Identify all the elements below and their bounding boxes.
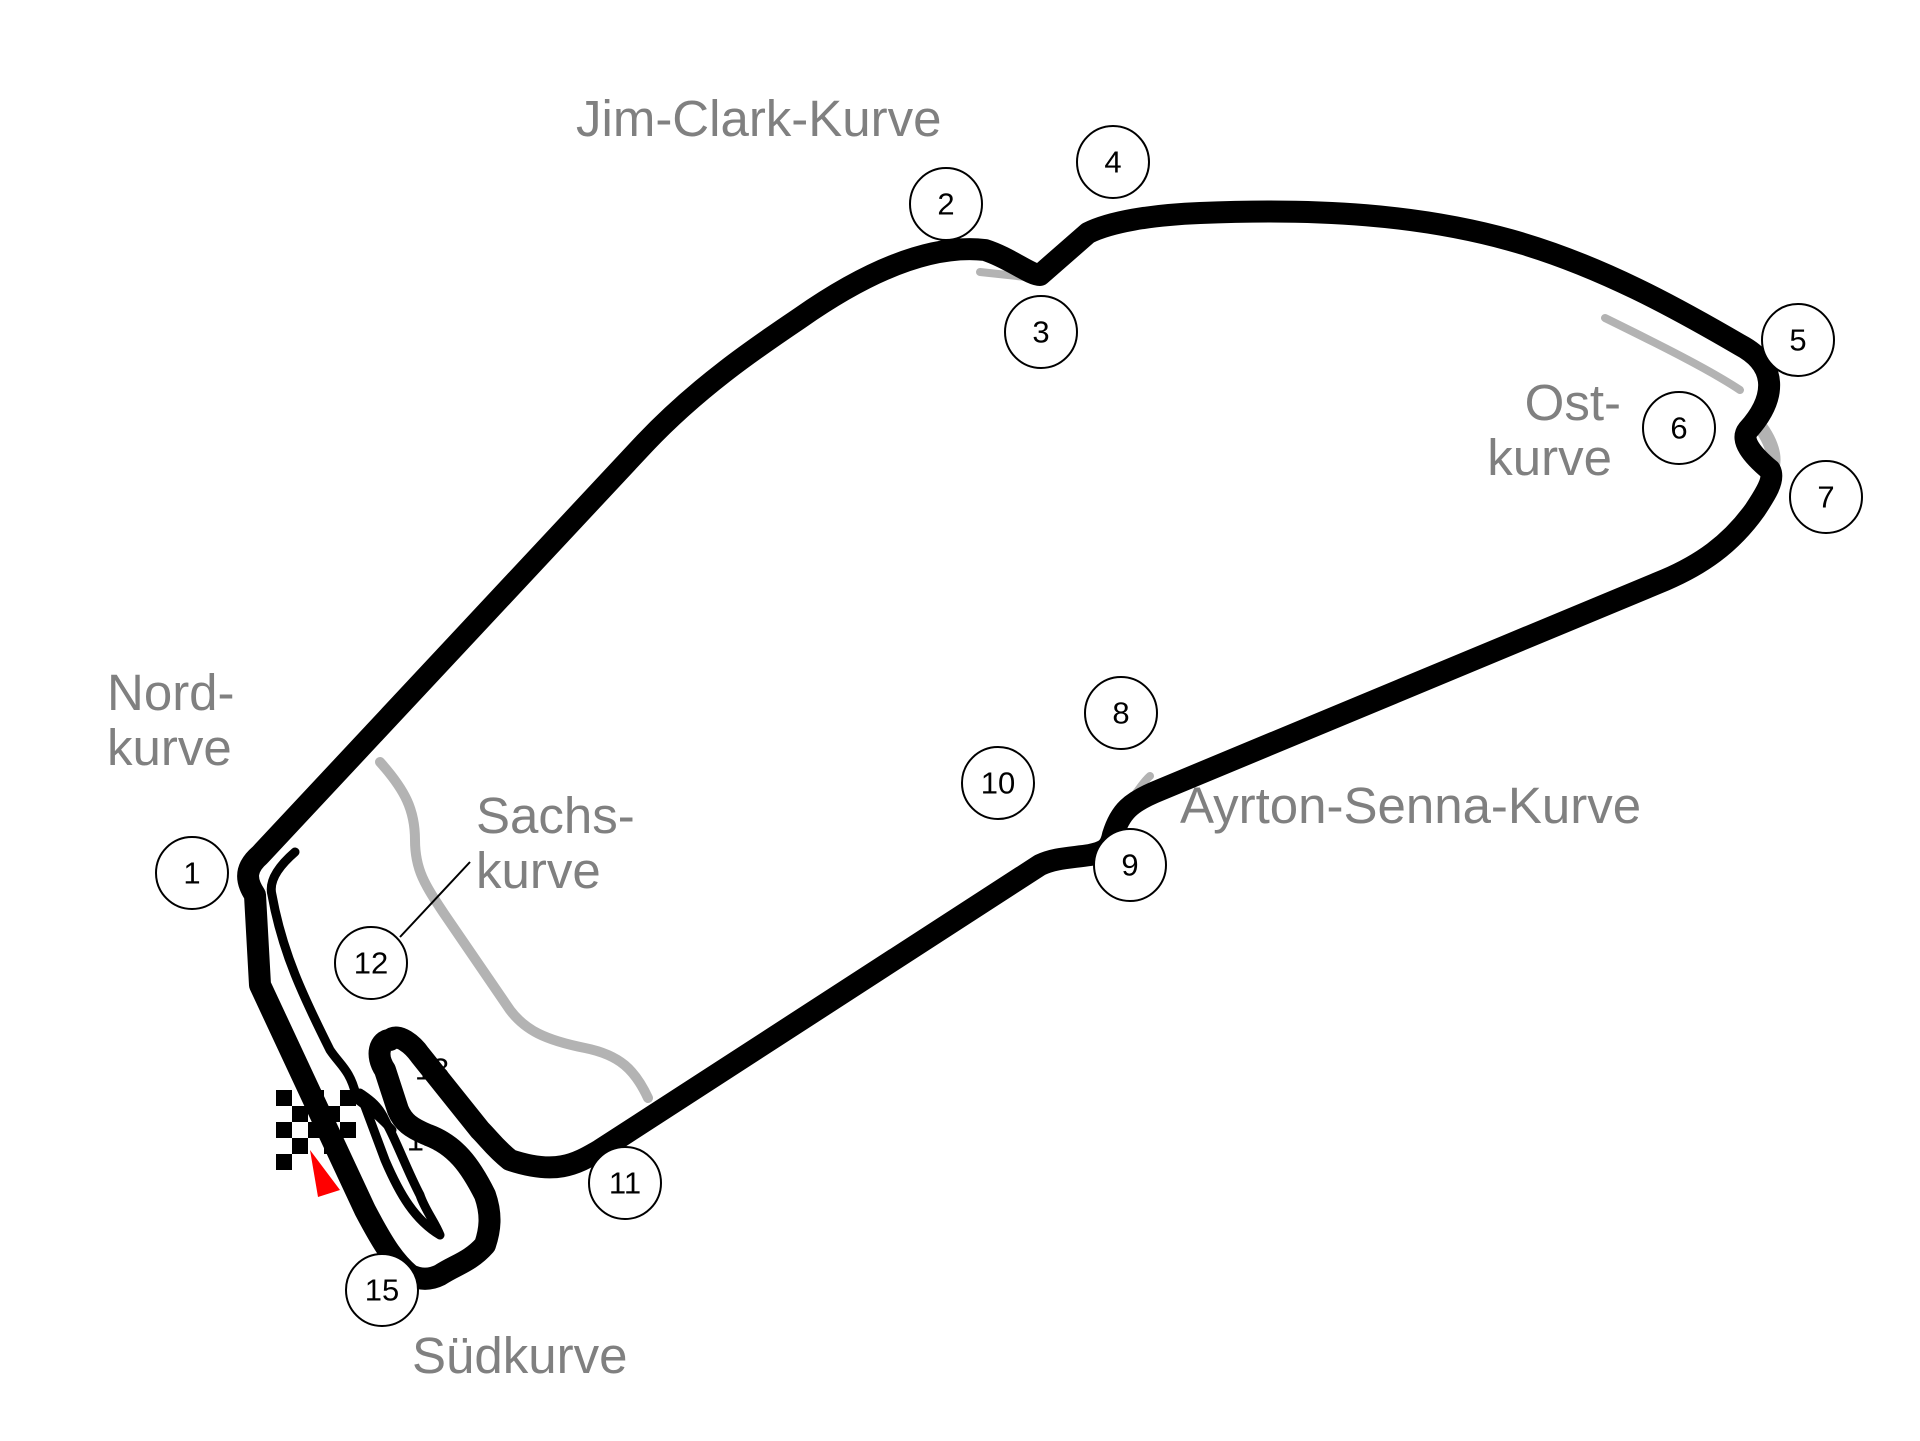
main-track-outline <box>237 200 1783 1290</box>
pit-lane-outer <box>266 847 361 1100</box>
turn-marker-9: 9 <box>1093 828 1167 902</box>
svg-text:10: 10 <box>981 766 1015 801</box>
turn-marker-1: 1 <box>155 836 229 910</box>
turn-marker-2: 2 <box>909 167 983 241</box>
svg-text:7: 7 <box>1817 480 1834 515</box>
label-sachskurve-line1: Sachs- <box>476 787 635 844</box>
turn-marker-8: 8 <box>1084 676 1158 750</box>
label-nordkurve-line2: kurve <box>107 719 232 776</box>
svg-text:3: 3 <box>1032 315 1049 350</box>
label-ayrton-senna-kurve: Ayrton-Senna-Kurve <box>1180 777 1641 834</box>
turn-marker-14: 14 <box>407 1123 441 1158</box>
svg-text:6: 6 <box>1670 411 1687 446</box>
label-nordkurve-line1: Nord- <box>107 664 235 721</box>
svg-text:13: 13 <box>415 1052 449 1087</box>
old-track-east-section <box>1601 314 1744 394</box>
red-triangle-direction-icon <box>310 1150 340 1197</box>
label-ostkurve-line1: Ost- <box>1525 374 1621 431</box>
svg-text:14: 14 <box>407 1123 441 1158</box>
svg-text:4: 4 <box>1104 145 1121 180</box>
svg-text:12: 12 <box>354 946 388 981</box>
label-sachskurve-line2: kurve <box>476 842 601 899</box>
turn-marker-10: 10 <box>961 746 1035 820</box>
sachskurve-leader-line <box>399 861 471 938</box>
svg-text:8: 8 <box>1112 696 1129 731</box>
turn-marker-13: 13 <box>415 1052 449 1087</box>
main-track <box>237 200 1783 1290</box>
label-ostkurve-line2: kurve <box>1487 429 1612 486</box>
svg-text:2: 2 <box>937 187 954 222</box>
svg-text:1: 1 <box>183 856 200 891</box>
turn-marker-11: 11 <box>588 1146 662 1220</box>
turn-marker-12: 12 <box>334 926 408 1000</box>
svg-text:5: 5 <box>1789 323 1806 358</box>
turn-marker-6: 6 <box>1642 391 1716 465</box>
svg-text:9: 9 <box>1121 848 1138 883</box>
pit-lane-exit <box>353 1095 397 1135</box>
label-suedkurve: Südkurve <box>412 1327 627 1384</box>
turn-marker-15: 15 <box>345 1253 419 1327</box>
turn-marker-4: 4 <box>1076 125 1150 199</box>
old-track-sachs-section <box>375 757 653 1103</box>
corner-names: Jim-Clark-Kurve Nord- kurve Sachs- kurve… <box>107 90 1641 1384</box>
turn-marker-5: 5 <box>1761 303 1835 377</box>
checkered-flag-icon <box>276 1090 356 1170</box>
label-jim-clark-kurve: Jim-Clark-Kurve <box>576 90 942 147</box>
turn-marker-3: 3 <box>1004 295 1078 369</box>
svg-text:11: 11 <box>609 1166 641 1201</box>
turn-markers: 1 2 3 4 5 6 7 8 9 10 11 12 13 14 15 <box>155 125 1863 1327</box>
turn-marker-7: 7 <box>1789 460 1863 534</box>
svg-text:15: 15 <box>365 1273 399 1308</box>
